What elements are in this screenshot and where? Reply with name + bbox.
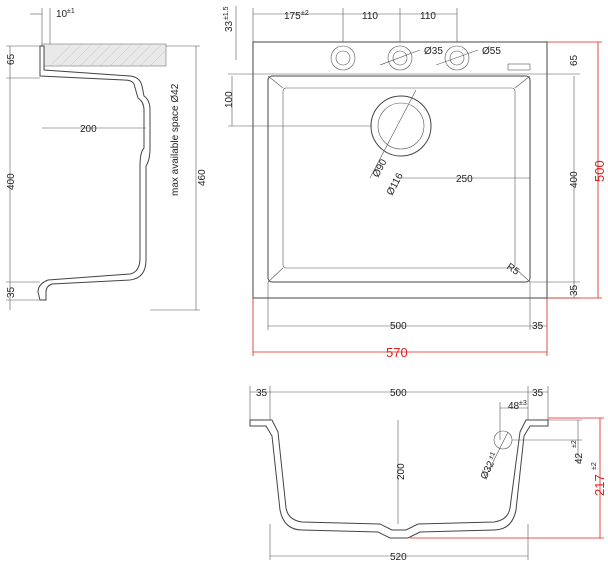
side-note: max available space Ø42 [170,83,181,196]
top-dim-175-tol: ±2 [301,10,309,17]
side-dim-400: 400 [6,173,17,190]
section-sink-profile [249,419,549,539]
section-dim-48: 48 [508,401,520,412]
top-dim-33-tol: ±1.5 [223,6,230,20]
section-dim-35-r: 35 [532,388,544,399]
top-dim-35-w: 35 [532,321,544,332]
top-dim-400: 400 [569,171,580,188]
section-dim-500: 500 [390,388,407,399]
top-tap-hole-2 [387,45,413,71]
side-sink-profile [37,45,151,301]
side-mount-strip [41,43,167,67]
side-top-offset-tol: ±1 [67,8,75,15]
section-dim-520: 520 [390,552,407,563]
top-dim-65: 65 [569,54,580,66]
section-dim-200: 200 [396,463,407,480]
section-dim-42: 42 [574,452,585,464]
section-dim-42-tol: ±2 [571,440,578,448]
top-dim-phi55: Ø55 [482,46,501,57]
section-dim-phi32-tol: ±1 [488,451,498,461]
section-overflow-hole [493,430,513,450]
top-dim-500-h: 500 [592,160,607,182]
side-view: 10 ±1 65 400 35 200 max available space … [6,8,208,311]
section-dim-217-tol: ±2 [591,462,598,470]
top-bowl-outer [267,75,531,283]
top-drain-outer [370,95,432,157]
side-dim-200: 200 [80,124,97,135]
top-dim-100: 100 [224,91,235,108]
section-view: 35 500 35 48 ±3 Ø32 ±1 200 42 ±2 217 ±2 [249,386,607,563]
top-tap-hole-1 [330,45,356,71]
side-mount-hatching [49,43,167,67]
side-dim-65: 65 [6,53,17,65]
side-top-offset: 10 [56,9,68,20]
top-dim-33: 33 [224,20,235,32]
section-dim-217: 217 [592,474,607,496]
top-overflow-slot [507,63,531,71]
side-dim-460: 460 [197,169,208,186]
top-dim-phi35: Ø35 [424,46,443,57]
section-dim-48-tol: ±3 [519,400,527,407]
top-dim-250: 250 [456,174,473,185]
top-drain-inner [377,102,425,150]
top-dim-110-a: 110 [362,11,378,22]
section-dim-phi32: Ø32 [479,459,497,481]
top-dim-35-r: 35 [569,284,580,296]
top-dim-175: 175 [284,11,301,22]
side-dim-35: 35 [6,286,17,298]
top-dim-500-w: 500 [390,321,407,332]
top-view: 175 ±2 110 110 33 ±1.5 Ø35 Ø55 65 [223,6,607,360]
top-tap-hole-3 [444,45,470,71]
section-dim-35-l: 35 [256,388,268,399]
top-dim-110-b: 110 [420,11,436,22]
top-dim-570: 570 [386,345,408,360]
